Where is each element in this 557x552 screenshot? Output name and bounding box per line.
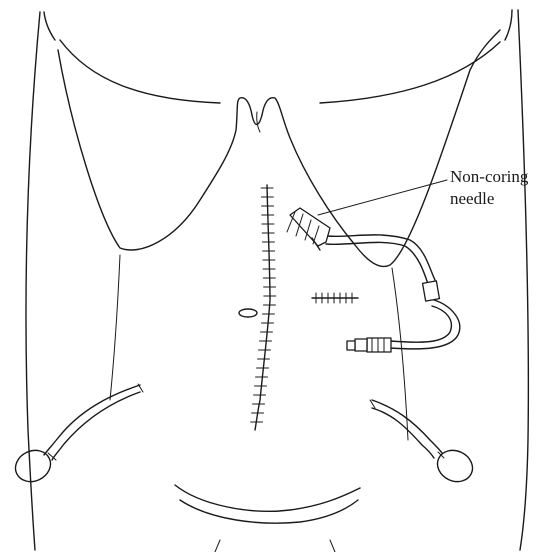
right-drain [370,400,478,487]
torso-outline [26,10,528,550]
incision-sutures [251,188,276,422]
luer-connector [347,338,391,352]
shoulder-lines [60,40,500,103]
annotation-leader-line [318,180,447,215]
port-incision [312,293,358,303]
extension-tubing [326,235,460,349]
midline-incision [255,185,270,430]
pubic-curve [175,485,360,552]
needle-annotation-label: Non-coring needle [450,166,528,210]
costal-margin [58,30,500,266]
needle-hub [287,208,330,250]
umbilicus [239,309,257,317]
